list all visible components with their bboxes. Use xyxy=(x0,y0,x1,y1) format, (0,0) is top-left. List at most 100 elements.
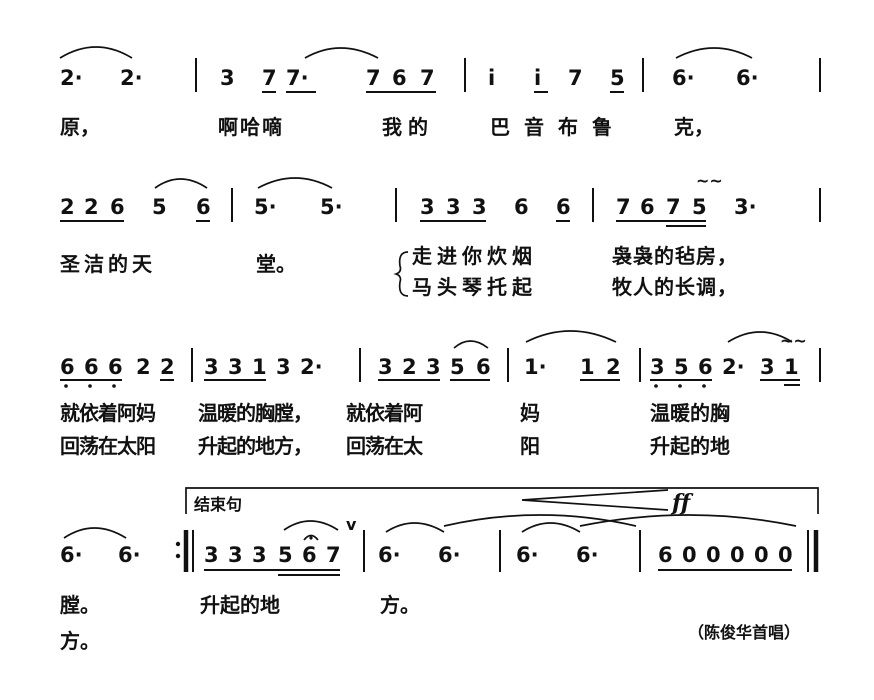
note: 6 xyxy=(514,195,529,219)
note: 6 xyxy=(84,355,99,379)
note: 6· xyxy=(118,543,141,567)
score-row-2: 2 2 6 5 6 5· 5· 3 3 3 6 6 7 6 7 5 ~~ 3· … xyxy=(60,171,821,299)
lyric-verse-1: 就依着阿妈 xyxy=(60,401,156,425)
note: 6 xyxy=(108,355,123,379)
slur xyxy=(63,527,127,539)
lyric: 升起的地 xyxy=(200,593,280,617)
verse-brace xyxy=(393,251,409,297)
slur xyxy=(283,520,339,531)
note: 2· xyxy=(120,66,143,90)
note: 3 xyxy=(276,355,291,379)
lyric: 巴音布鲁 xyxy=(490,115,626,139)
note: 2 xyxy=(606,355,621,379)
note: 6 xyxy=(698,355,713,379)
note: 1 xyxy=(252,355,267,379)
slur xyxy=(453,340,489,349)
note: 7· xyxy=(286,66,309,90)
note: 0 xyxy=(706,543,721,567)
note: 6 xyxy=(302,543,317,567)
ending-label: 结束句 xyxy=(193,495,242,514)
note: 7 xyxy=(262,66,277,90)
note: 6· xyxy=(60,543,83,567)
note: 5· xyxy=(254,195,277,219)
note: 6 xyxy=(60,355,75,379)
note: 2 xyxy=(84,195,99,219)
note: 3 xyxy=(426,355,441,379)
note: 0 xyxy=(682,543,697,567)
lyric: 克， xyxy=(674,115,714,139)
lyric: 方。 xyxy=(380,593,420,617)
lyric: 方。 xyxy=(60,629,100,653)
lyric: 啊哈嘀 xyxy=(218,115,284,139)
note: 3 xyxy=(378,355,393,379)
note: 3 xyxy=(228,543,243,567)
lyric: 我的 xyxy=(382,115,434,139)
slur xyxy=(675,47,753,59)
note: 6 xyxy=(392,66,407,90)
lyric-verse-1: 走进你炊烟 xyxy=(412,244,537,268)
lower-octave-dot xyxy=(702,384,706,388)
note: 2 xyxy=(60,195,75,219)
lyric-verse-1: 就依着阿 xyxy=(346,401,423,425)
note: 2 xyxy=(402,355,417,379)
note: 6· xyxy=(576,543,599,567)
note: 2 xyxy=(136,355,151,379)
note: i xyxy=(534,66,541,90)
slur xyxy=(154,178,208,189)
lower-octave-dot xyxy=(88,384,92,388)
lower-octave-dot xyxy=(64,384,68,388)
score-row-1: 2· 2· 3 7 7· 7 6 7 i i 7 5 6· 6· 原， 啊哈嘀 … xyxy=(59,46,821,139)
note: 3 xyxy=(446,195,461,219)
lyric-verse-1: 袅袅的毡房， xyxy=(611,244,738,268)
lyric: 堂。 xyxy=(256,252,296,276)
fermata-icon xyxy=(303,534,319,541)
note: 3 xyxy=(760,355,775,379)
slur xyxy=(59,46,133,59)
slur xyxy=(304,47,379,59)
lyric-verse-2: 回荡在太阳 xyxy=(60,434,155,458)
note: 5 xyxy=(152,195,167,219)
slur xyxy=(727,331,793,343)
note: 3 xyxy=(252,543,267,567)
slur xyxy=(521,522,581,533)
dynamic-mark: ff xyxy=(670,490,694,516)
note: 3 xyxy=(204,543,219,567)
note: 1 xyxy=(580,355,595,379)
lower-octave-dot xyxy=(678,384,682,388)
note: 7 xyxy=(326,543,341,567)
slur xyxy=(385,522,445,533)
mordent-mark: ~~ xyxy=(780,331,807,350)
repeat-dot xyxy=(175,541,181,547)
note: 3· xyxy=(734,195,757,219)
mordent-mark: ~~ xyxy=(696,171,723,190)
note: 7 xyxy=(666,195,681,219)
note: 7 xyxy=(366,66,381,90)
score-row-3: 6 6 6 2 2 3 3 1 3 2· 3 2 3 5 6 1· 1 2 3 … xyxy=(60,330,821,458)
lyric-verse-2: 回荡在太 xyxy=(346,434,424,458)
lower-octave-dot xyxy=(112,384,116,388)
note: 6 xyxy=(476,355,491,379)
lyric-verse-2: 牧人的长调， xyxy=(612,275,738,299)
note: 3 xyxy=(650,355,665,379)
lyric-verse-1: 妈 xyxy=(520,401,540,425)
note: 5 xyxy=(278,543,293,567)
decrescendo-hairpin xyxy=(521,489,669,511)
note: 6 xyxy=(556,195,571,219)
note: 6· xyxy=(672,66,695,90)
note: i xyxy=(488,66,495,90)
slur xyxy=(525,330,617,343)
note: 5 xyxy=(450,355,465,379)
performer-credit: （陈俊华首唱） xyxy=(688,623,800,642)
lyric-verse-2: 升起的地 xyxy=(650,434,730,458)
ending-bracket xyxy=(185,487,819,514)
note: 3 xyxy=(228,355,243,379)
lyric: 圣洁的天 xyxy=(60,252,156,276)
note: 2 xyxy=(160,355,175,379)
note: 5 xyxy=(610,66,625,90)
note: 1· xyxy=(524,355,547,379)
note: 3 xyxy=(220,66,235,90)
slur xyxy=(257,177,333,189)
note: 2· xyxy=(722,355,745,379)
note: 3 xyxy=(472,195,487,219)
note: 3 xyxy=(420,195,435,219)
